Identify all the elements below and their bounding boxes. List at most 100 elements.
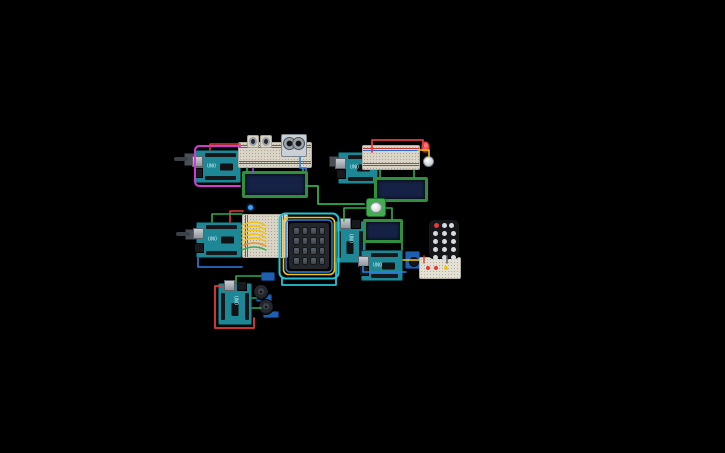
wire-blue[interactable] [197,257,243,268]
pin-header [206,225,237,229]
microcontroller-ic [220,163,233,170]
arduino-uno-6[interactable]: UNO [218,280,252,325]
remote-button[interactable] [441,231,447,236]
red-led[interactable] [421,141,430,153]
remote-button[interactable] [441,247,447,252]
pushbutton-2[interactable] [260,135,272,148]
keypad-key[interactable] [318,237,325,245]
pin-header [348,155,373,159]
sensor-module[interactable] [405,251,420,269]
keypad-key[interactable] [293,237,300,245]
keypad-key[interactable] [310,257,317,265]
usb-port [340,218,351,229]
yellow-led-small[interactable] [444,266,448,270]
remote-button[interactable] [449,223,454,228]
breadboard-2[interactable] [362,145,420,170]
usb-port [224,280,235,291]
keypad-key[interactable] [310,237,317,245]
remote-button-grid [432,231,456,260]
remote-button[interactable] [450,239,456,244]
remote-button[interactable] [450,255,456,260]
pushbutton-module[interactable] [366,198,386,217]
button-cap [370,202,382,213]
keypad-key[interactable] [318,227,325,235]
pin-header [205,176,236,180]
arduino-uno-3[interactable]: UNO [193,222,242,258]
remote-button[interactable] [450,231,456,236]
pin-header [348,177,373,181]
remote-button[interactable] [432,255,438,260]
power-jack [351,219,361,229]
usb-port [193,228,204,239]
blue-led[interactable] [248,205,253,210]
usb-port [335,158,346,169]
power-jack [194,243,204,253]
sensor-element [408,257,419,267]
arduino-uno-5[interactable]: UNO [358,250,403,281]
board-label: UNO [208,236,218,243]
board-label: UNO [347,233,354,244]
sensor-dome[interactable] [423,156,434,167]
keypad-key[interactable] [310,227,317,235]
keypad-key[interactable] [301,257,308,265]
remote-button[interactable] [450,247,456,252]
pin-header [337,231,341,258]
keypad-key[interactable] [318,257,325,265]
breadboard-3[interactable] [242,214,288,258]
piezo-buzzer-1[interactable] [253,284,269,300]
power-button[interactable] [434,223,439,228]
pushbutton-1[interactable] [247,135,259,148]
button-cap [249,137,257,146]
keypad-key[interactable] [318,247,325,255]
keypad-key[interactable] [310,247,317,255]
board-label: UNO [373,262,383,268]
pin-header [245,293,249,320]
keypad-key[interactable] [293,247,300,255]
keypad-key[interactable] [301,247,308,255]
keypad-4x4[interactable] [288,222,330,270]
arduino-uno-1[interactable]: UNO [192,150,241,183]
keypad-key[interactable] [293,227,300,235]
keypad-key[interactable] [301,237,308,245]
board-label: UNO [350,164,360,171]
board-label: UNO [232,295,239,306]
wire-green[interactable] [211,213,243,223]
red-led-small[interactable] [426,266,430,270]
pin-header [206,251,237,255]
mini-breadboard[interactable] [419,257,461,279]
wire-green[interactable] [305,185,365,205]
breakout-module[interactable] [261,272,275,281]
power-jack [359,266,369,276]
pin-header [359,231,363,258]
lcd-display-2[interactable] [374,177,428,202]
keypad-key[interactable] [301,227,308,235]
remote-button[interactable] [441,223,447,228]
microcontroller-ic [382,262,395,269]
keypad-key[interactable] [293,257,300,265]
red-led-small[interactable] [434,266,438,270]
ultrasonic-transducer [292,137,305,150]
remote-button[interactable] [432,247,438,252]
microcontroller-ic [346,241,354,254]
power-jack [237,281,247,291]
lcd-display-1[interactable] [242,171,308,198]
ir-remote[interactable] [428,219,460,260]
remote-button[interactable] [432,231,438,236]
remote-top-row [432,223,456,228]
power-jack [193,168,203,178]
pin-header [205,153,236,157]
pin-header [221,293,225,320]
remote-button[interactable] [441,255,447,260]
ultrasonic-sensor[interactable] [281,134,307,157]
microcontroller-ic [221,236,234,244]
wire-green[interactable] [385,207,393,220]
power-jack [336,169,346,179]
button-cap [262,137,270,146]
remote-button[interactable] [441,239,447,244]
board-label: UNO [207,163,217,169]
piezo-buzzer-2[interactable] [258,299,274,315]
remote-button[interactable] [432,239,438,244]
pin-header [371,274,398,278]
lcd-display-3[interactable] [363,219,403,243]
